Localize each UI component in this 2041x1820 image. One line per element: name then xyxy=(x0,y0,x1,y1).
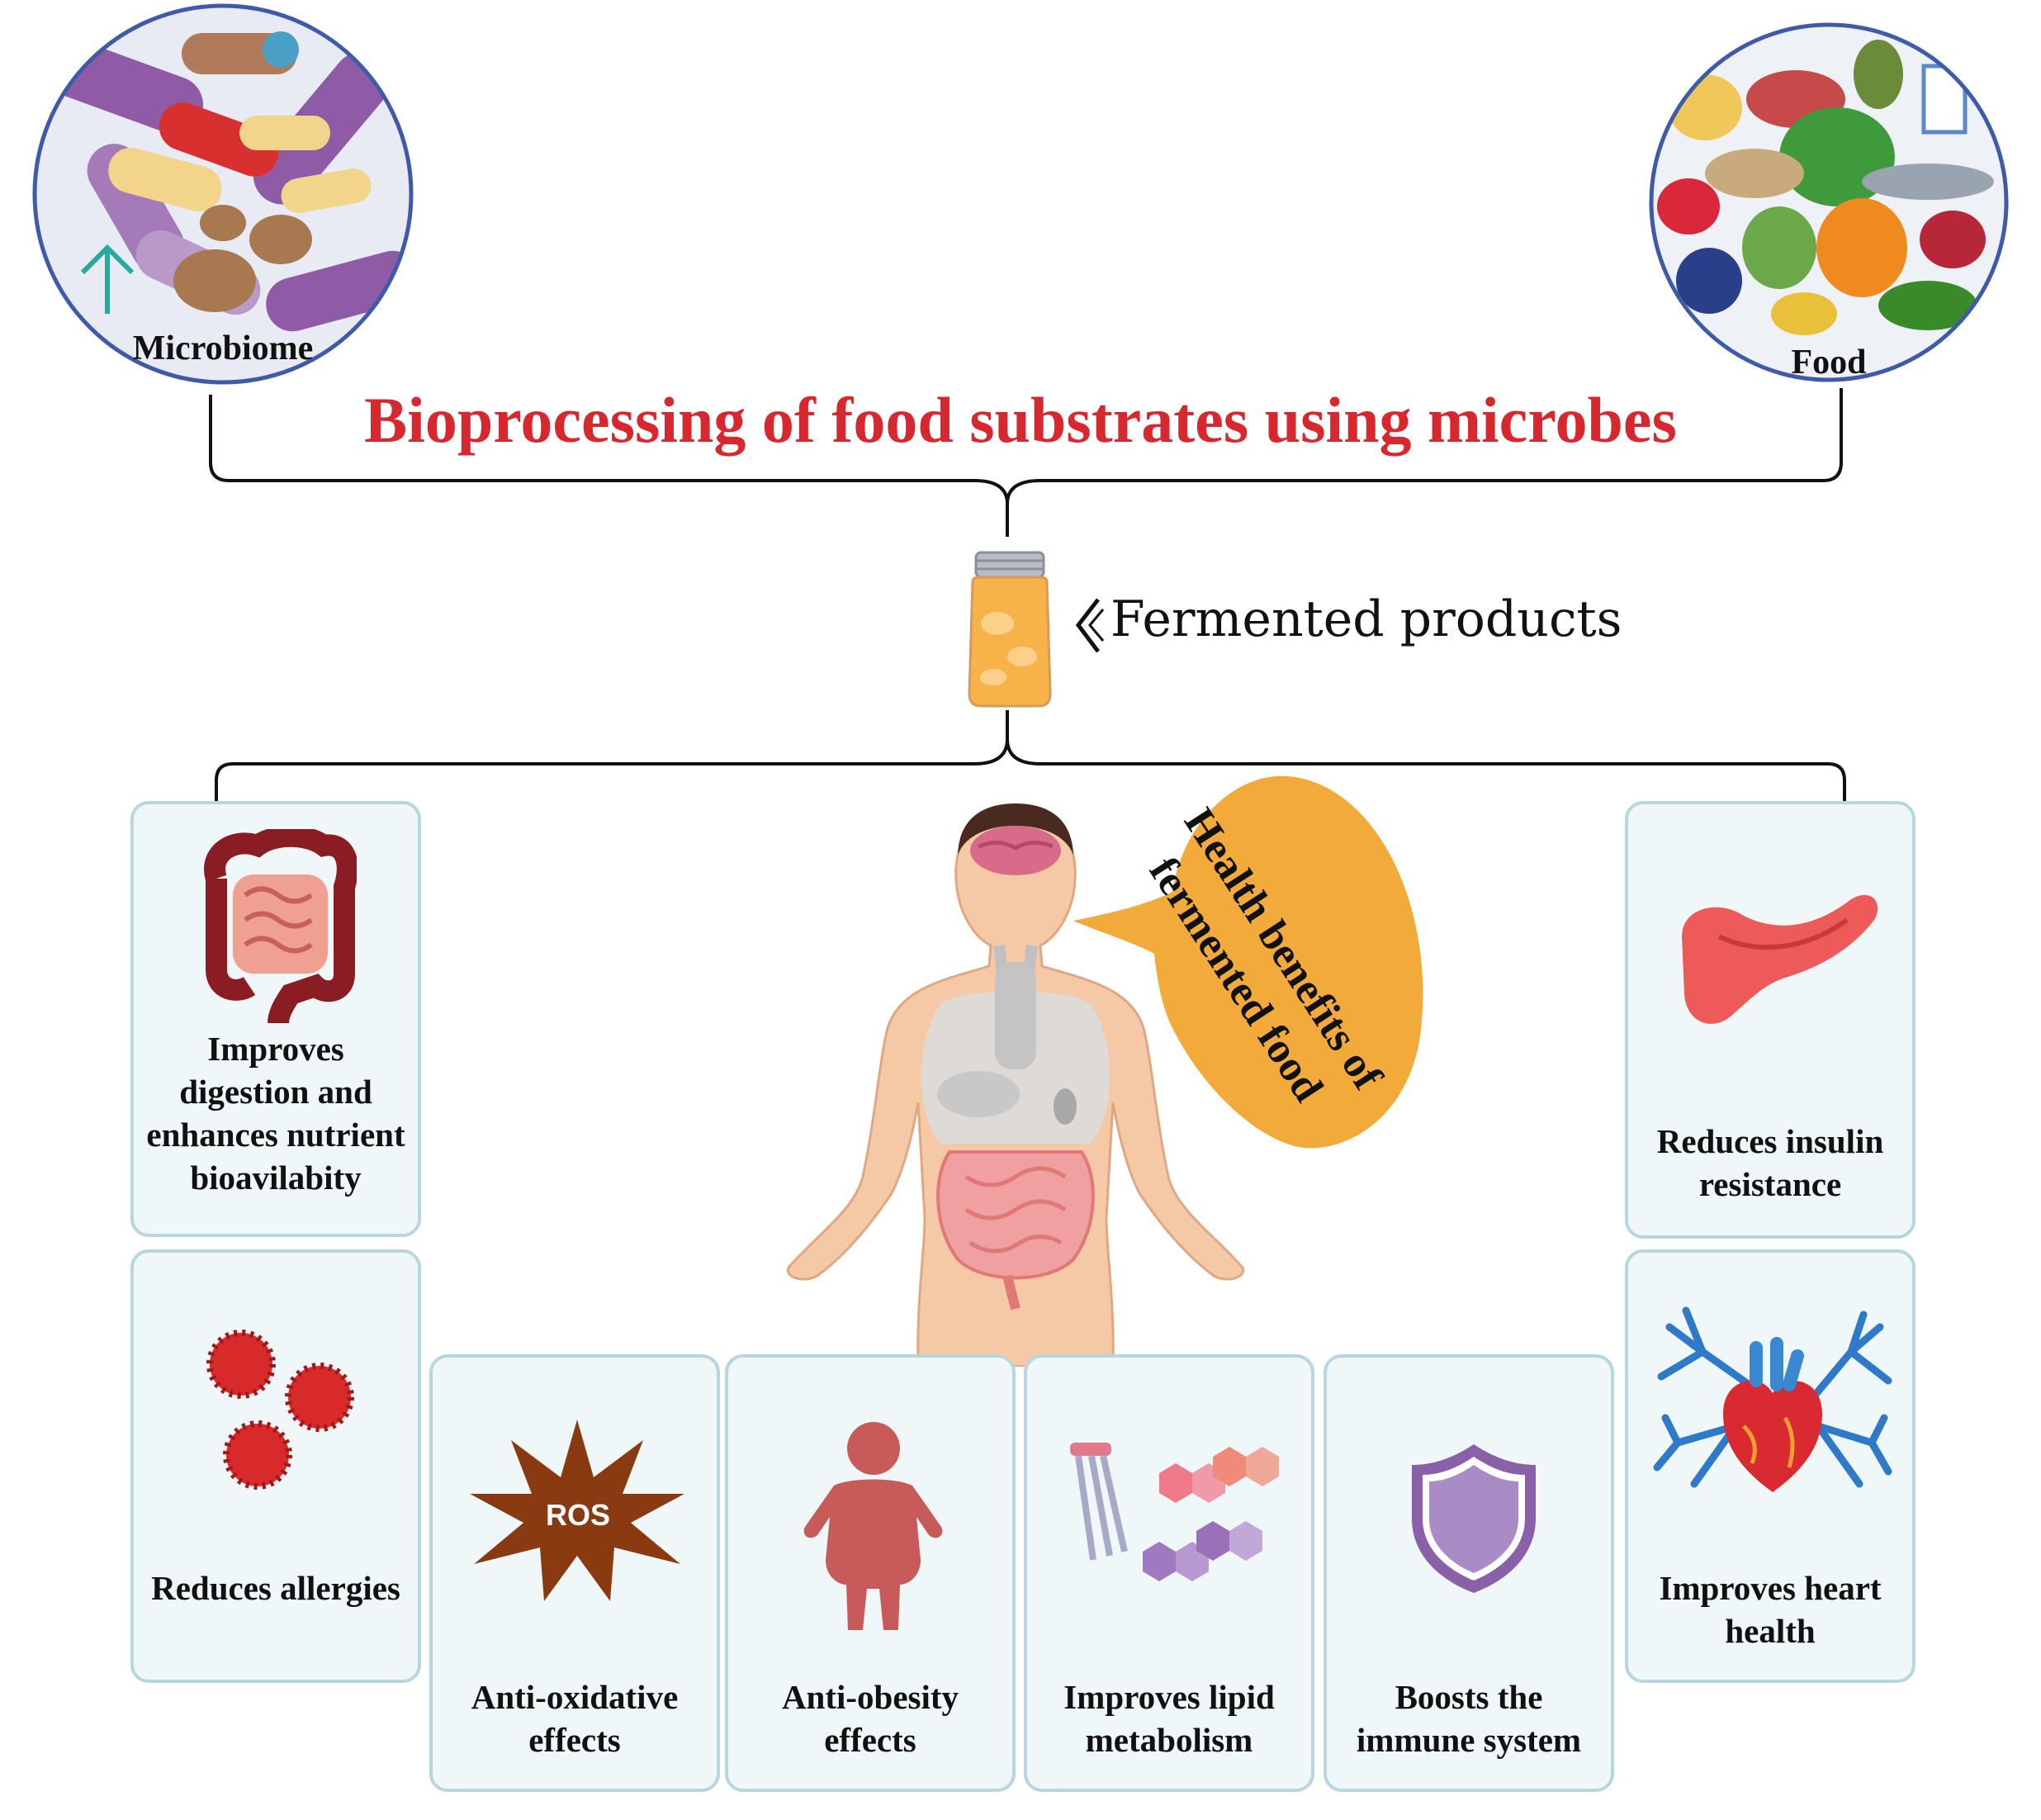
microbiome-illustration xyxy=(32,3,414,385)
shield-icon xyxy=(1412,1444,1536,1593)
benefit-card-heart: Improves heart health xyxy=(1625,1249,1916,1683)
benefit-card-lipid: Improves lipid metabolism xyxy=(1024,1354,1314,1792)
benefit-card-allergies: Reduces allergies xyxy=(130,1249,421,1683)
benefit-card-antiobesity: Anti-obesity effects xyxy=(725,1354,1016,1792)
antiobesity-label: Anti-obesity effects xyxy=(781,1678,959,1759)
lipid-molecule-icon xyxy=(1070,1443,1279,1581)
digestion-label: Improves digestion and enhances nutrient… xyxy=(146,1030,405,1197)
heart-label: Improves heart health xyxy=(1659,1569,1882,1650)
human-body-illustration xyxy=(786,803,1245,1367)
insulin-label: Reduces insulin resistance xyxy=(1656,1122,1884,1203)
intestine-icon xyxy=(204,829,357,1023)
immune-label: Boosts the immune system xyxy=(1356,1678,1582,1759)
benefit-card-insulin: Reduces insulin resistance xyxy=(1625,801,1916,1239)
food-illustration xyxy=(1649,22,2009,382)
diagram-title: Bioprocessing of food substrates using m… xyxy=(364,384,1677,456)
fermented-jar-icon xyxy=(968,551,1052,708)
speech-bubble xyxy=(1073,775,1423,1149)
allergies-label: Reduces allergies xyxy=(151,1569,400,1607)
ros-starburst-icon xyxy=(470,1420,684,1601)
top-bracket-line xyxy=(209,388,1843,537)
benefit-card-antioxidative: ROS Anti-oxidative effects xyxy=(429,1354,720,1792)
heart-icon xyxy=(1653,1306,1892,1492)
antioxidative-label: Anti-oxidative effects xyxy=(471,1678,679,1759)
fermented-products-label: Fermented products xyxy=(1110,590,1622,648)
chevron-left-icon xyxy=(1075,598,1105,653)
food-label: Food xyxy=(1791,344,1867,382)
benefit-card-digestion: Improves digestion and enhances nutrient… xyxy=(130,801,421,1237)
bottom-bracket-line xyxy=(215,710,1846,801)
allergen-icon xyxy=(206,1329,354,1490)
obese-figure-icon xyxy=(803,1422,943,1630)
lipid-label: Improves lipid metabolism xyxy=(1063,1678,1275,1759)
microbiome-label: Microbiome xyxy=(132,329,314,367)
benefit-card-immune: Boosts the immune system xyxy=(1324,1354,1614,1792)
pancreas-icon xyxy=(1682,894,1878,1024)
ros-label: ROS xyxy=(545,1498,610,1532)
